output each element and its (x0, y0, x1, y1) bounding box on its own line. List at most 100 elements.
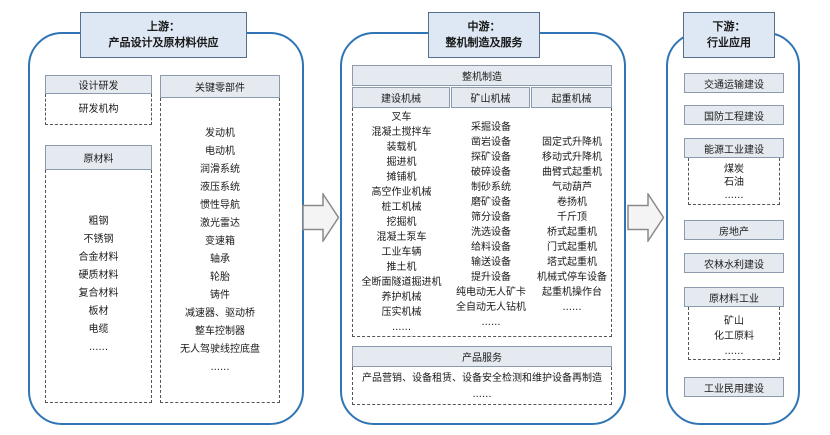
product-services-list: 产品营销、设备租赁、设备安全检测和维护设备再制造...... (353, 367, 611, 403)
raw-materials-header: 原材料 (45, 145, 152, 170)
key-component-item: 激光雷达 (200, 218, 240, 229)
mining-machinery-list: 采掘设备凿岩设备探矿设备破碎设备制砂系统磨矿设备筛分设备洗选设备给料设备输送设备… (450, 120, 532, 330)
raw-material-industry-item: 化工原料 (714, 331, 754, 342)
construction-machine-item: 工业车辆 (381, 247, 422, 258)
construction-machine-item: 混凝土泵车 (376, 232, 427, 243)
product-services-header: 产品服务 (352, 346, 612, 367)
lifting-machine-item: 移动式升降机 (542, 152, 602, 163)
design-rnd-header: 设计研发 (45, 75, 152, 94)
raw-material-industry-list: 矿山化工原料...... (689, 307, 779, 359)
lifting-machinery-header: 起重机械 (531, 87, 612, 108)
energy-item: 石油 (724, 177, 744, 188)
right-arrow-icon (627, 193, 665, 242)
key-component-item: 减速器、驱动桥 (185, 308, 255, 319)
energy-item: ...... (724, 190, 744, 201)
mining-machine-item: 输送设备 (471, 257, 511, 268)
construction-machine-item: 装载机 (386, 142, 417, 153)
mining-machine-item: 破碎设备 (471, 167, 511, 178)
upstream-title-line2: 产品设计及原材料供应 (108, 36, 219, 49)
real-estate-box: 房地产 (684, 220, 784, 240)
key-component-item: 电动机 (205, 146, 235, 157)
lifting-machine-item: 门式起重机 (547, 242, 597, 253)
midstream-title-line2: 整机制造及服务 (445, 36, 523, 49)
energy-industry-box: 煤炭石油...... (688, 158, 780, 205)
lifting-machine-item: 塔式起重机 (547, 257, 597, 268)
energy-item: 煤炭 (724, 164, 744, 175)
key-component-item: 铸件 (210, 290, 230, 301)
raw-material-item: 电缆 (88, 324, 109, 335)
raw-material-item: 复合材料 (78, 288, 119, 299)
raw-material-industry-item: ...... (724, 346, 744, 357)
raw-material-item: 硬质材料 (78, 270, 119, 281)
key-component-item: 液压系统 (200, 182, 240, 193)
construction-machinery-header: 建设机械 (352, 87, 450, 108)
defense-engineering-box: 国防工程建设 (684, 105, 784, 125)
raw-material-item: 合金材料 (78, 252, 119, 263)
product-services-box: 产品营销、设备租赁、设备安全检测和维护设备再制造...... (352, 367, 612, 405)
mining-machine-item: 探矿设备 (471, 152, 511, 163)
key-component-item: 润滑系统 (200, 164, 240, 175)
agri-water-box: 农林水利建设 (684, 253, 784, 273)
lifting-machine-item: 桥式起重机 (547, 227, 597, 238)
lifting-machine-item: ...... (562, 302, 582, 313)
mining-machine-item: ...... (481, 317, 501, 328)
mining-machine-item: 给料设备 (471, 242, 511, 253)
construction-machinery-list: 叉车混凝土搅拌车装载机掘进机摊铺机高空作业机械桩工机械挖掘机混凝土泵车工业车辆推… (353, 110, 450, 335)
mining-machine-item: 采掘设备 (471, 122, 511, 133)
mining-machine-item: 纯电动无人矿卡 (456, 287, 526, 298)
service-item: ...... (472, 389, 492, 400)
key-component-item: 无人驾驶线控底盘 (180, 344, 260, 355)
mining-machine-item: 筛分设备 (471, 212, 511, 223)
raw-material-industry-item: 矿山 (724, 316, 744, 327)
construction-machine-item: 推土机 (386, 262, 417, 273)
key-component-item: 惯性导航 (200, 200, 240, 211)
raw-material-industry-header: 原材料工业 (684, 287, 784, 307)
lifting-machine-item: 千斤顶 (557, 212, 587, 223)
right-arrow-icon (302, 193, 340, 242)
energy-industry-list: 煤炭石油...... (689, 158, 779, 202)
construction-machine-item: 挖掘机 (386, 217, 417, 228)
construction-machine-item: 养护机械 (381, 292, 422, 303)
machine-manufacturing-box: 叉车混凝土搅拌车装载机掘进机摊铺机高空作业机械桩工机械挖掘机混凝土泵车工业车辆推… (352, 108, 612, 337)
key-component-item: ...... (210, 362, 230, 373)
raw-material-item: 板材 (88, 306, 109, 317)
downstream-title-line1: 下游： (712, 20, 746, 33)
upstream-title-line1: 上游： (147, 20, 180, 33)
raw-materials-box: 粗钢不锈钢合金材料硬质材料复合材料板材电缆...... (45, 170, 152, 403)
construction-machine-item: 压实机械 (381, 307, 422, 318)
mining-machine-item: 凿岩设备 (471, 137, 511, 148)
service-item: 产品营销、设备租赁、设备安全检测和维护设备再制造 (362, 373, 602, 384)
construction-machine-item: 桩工机械 (381, 202, 422, 213)
midstream-title-line1: 中游： (467, 20, 501, 33)
raw-material-item: 不锈钢 (83, 234, 114, 245)
raw-material-item: ...... (88, 342, 109, 353)
key-component-item: 整车控制器 (195, 326, 245, 337)
midstream-title: 中游： 整机制造及服务 (428, 12, 540, 58)
key-components-header: 关键零部件 (160, 75, 280, 98)
key-component-item: 发动机 (205, 128, 235, 139)
mining-machine-item: 制砂系统 (471, 182, 511, 193)
downstream-title-line2: 行业应用 (707, 36, 751, 49)
design-rnd-box: 研发机构 (45, 94, 152, 125)
construction-machine-item: 高空作业机械 (371, 187, 432, 198)
key-component-item: 轮胎 (210, 272, 230, 283)
lifting-machinery-list: 固定式升降机移动式升降机曲臂式起重机气动葫芦卷扬机千斤顶桥式起重机门式起重机塔式… (532, 135, 612, 315)
energy-industry-header: 能源工业建设 (684, 138, 784, 158)
design-rnd-list: 研发机构 (46, 94, 151, 119)
machine-manufacturing-header: 整机制造 (352, 65, 612, 86)
raw-material-industry-box: 矿山化工原料...... (688, 307, 780, 360)
construction-machine-item: 掘进机 (386, 157, 417, 168)
lifting-machine-item: 固定式升降机 (542, 137, 602, 148)
lifting-machine-item: 卷扬机 (557, 197, 587, 208)
construction-machine-item: 混凝土搅拌车 (371, 127, 432, 138)
construction-machine-item: 叉车 (391, 112, 412, 123)
construction-machine-item: 摊铺机 (386, 172, 417, 183)
upstream-title: 上游： 产品设计及原材料供应 (80, 12, 247, 58)
lifting-machine-item: 曲臂式起重机 (542, 167, 602, 178)
key-component-item: 轴承 (210, 254, 230, 265)
mining-machinery-header: 矿山机械 (451, 87, 530, 108)
key-component-item: 变速箱 (205, 236, 235, 247)
mining-machine-item: 洗选设备 (471, 227, 511, 238)
raw-material-item: 粗钢 (88, 216, 109, 227)
mining-machine-item: 全自动无人钻机 (456, 302, 526, 313)
